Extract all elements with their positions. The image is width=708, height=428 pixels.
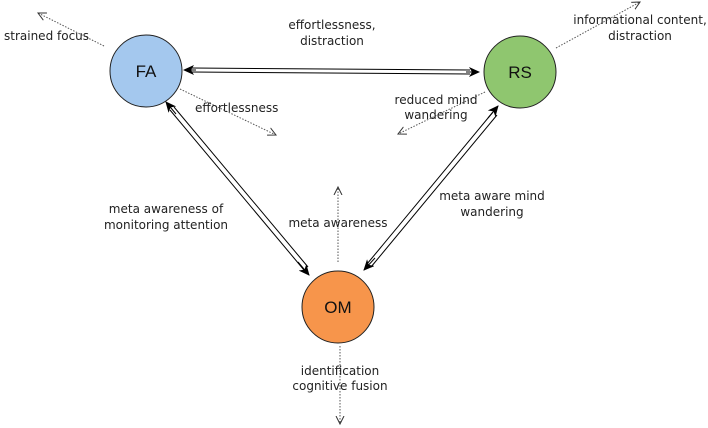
svg-text:meta aware mind: meta aware mind: [439, 189, 545, 203]
edge-fa-rs: [183, 65, 480, 77]
outflow-informational-content-label: informational content, distraction: [573, 13, 707, 43]
svg-text:distraction: distraction: [300, 34, 364, 48]
edge-rs-om-label: meta aware mind wandering: [439, 189, 545, 219]
svg-text:cognitive fusion: cognitive fusion: [292, 379, 387, 393]
outflow-fa-effortlessness-label: effortlessness: [195, 101, 278, 115]
outflow-strained-focus-arrow: [38, 13, 105, 47]
outflow-strained-focus-label: strained focus: [4, 29, 89, 43]
svg-text:identification: identification: [301, 364, 379, 378]
edge-fa-om: [165, 101, 310, 276]
outflow-reduced-mind-wandering-label: reduced mind wandering: [395, 93, 478, 122]
outflow-informational-content-arrow: [555, 2, 640, 49]
outflow-identification-label: identification cognitive fusion: [292, 364, 387, 393]
node-fa: FA: [109, 34, 183, 108]
outflow-meta-awareness-label: meta awareness: [288, 216, 387, 230]
edge-rs-om: [363, 105, 499, 271]
svg-text:monitoring attention: monitoring attention: [104, 218, 228, 232]
svg-text:reduced mind: reduced mind: [395, 93, 478, 107]
svg-text:informational content,: informational content,: [573, 13, 707, 27]
svg-text:meta awareness of: meta awareness of: [109, 202, 224, 216]
edge-fa-rs-label: effortlessness, distraction: [288, 18, 375, 48]
svg-text:wandering: wandering: [460, 205, 523, 219]
node-om-label: OM: [324, 298, 351, 317]
node-fa-label: FA: [136, 62, 157, 81]
svg-text:distraction: distraction: [608, 29, 672, 43]
node-rs: RS: [483, 35, 557, 109]
node-rs-label: RS: [508, 63, 532, 82]
node-om: OM: [301, 270, 375, 344]
edge-fa-om-label: meta awareness of monitoring attention: [104, 202, 228, 232]
outflow-reduced-mind-wandering-arrow: [398, 91, 486, 134]
svg-text:effortlessness,: effortlessness,: [288, 18, 375, 32]
svg-text:wandering: wandering: [404, 108, 467, 122]
